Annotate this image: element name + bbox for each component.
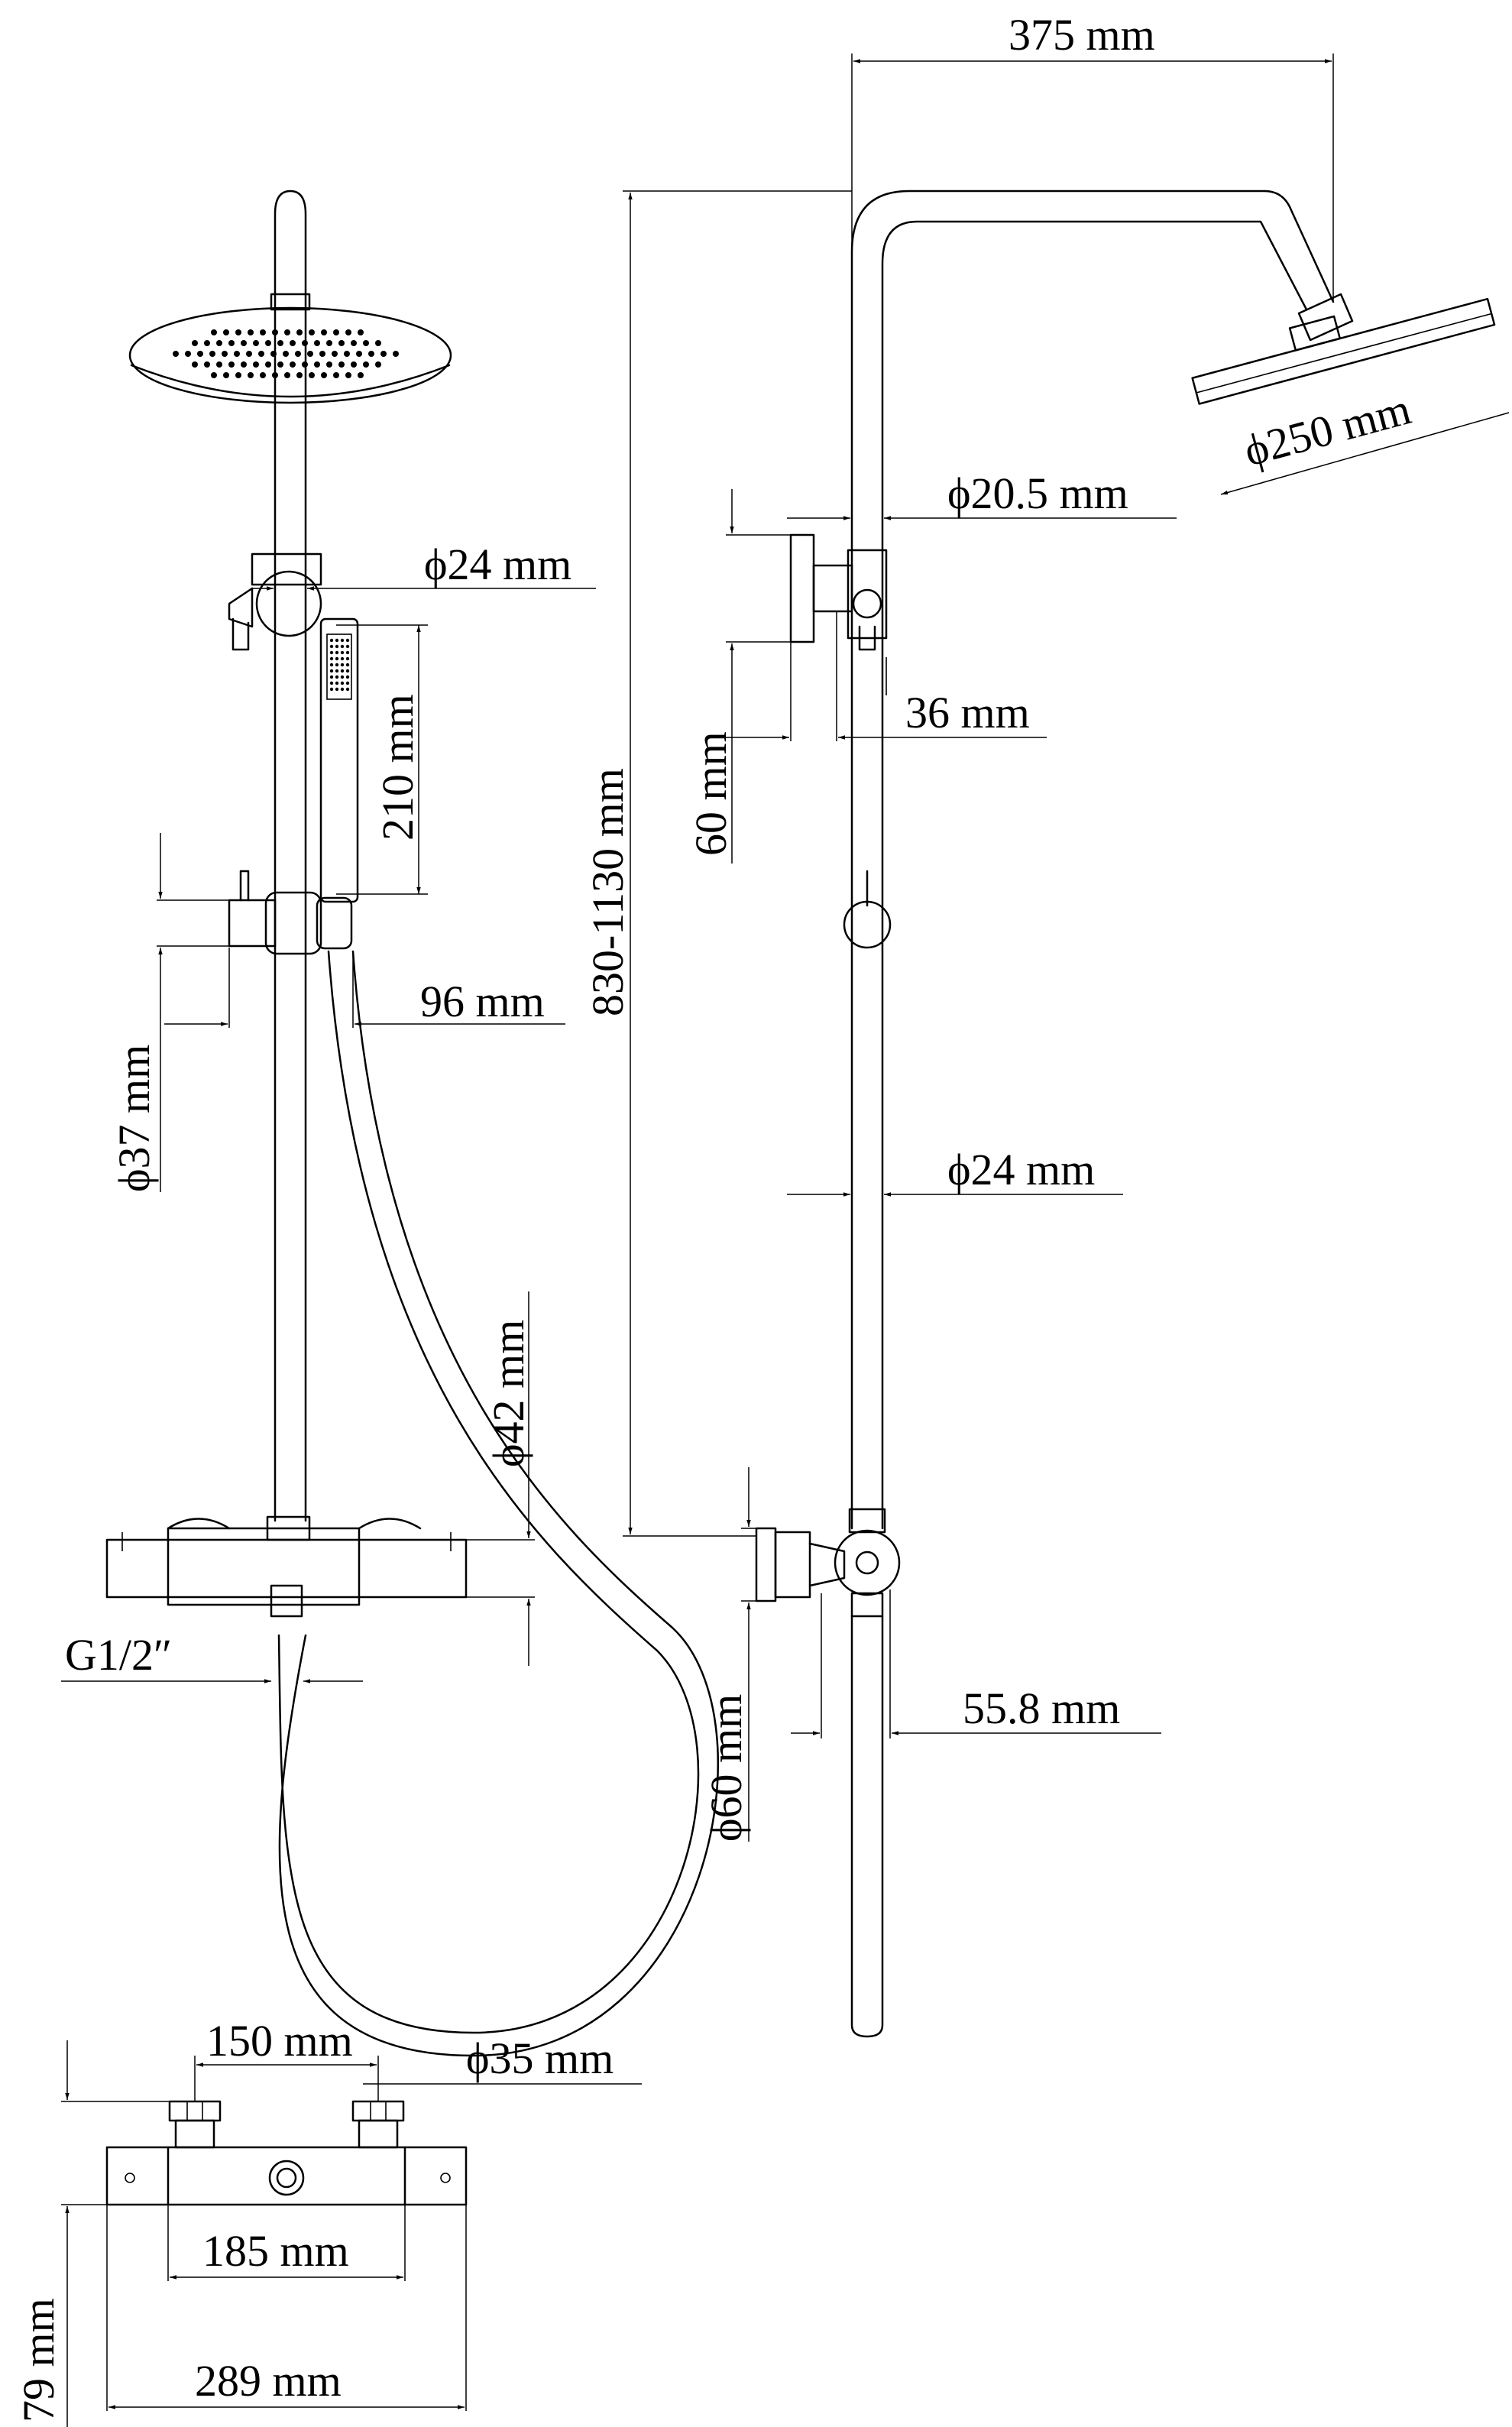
front-hose-inner [278, 950, 719, 2057]
front-view [105, 190, 719, 2057]
dim-mixer-total-width: 289 mm [195, 2356, 342, 2406]
front-riser-rod [274, 190, 307, 1522]
side-view [755, 190, 1496, 2038]
side-lower-holder [755, 1508, 901, 1618]
dim-mixer-diameter: ϕ42 mm [484, 1320, 533, 1467]
side-upper-diverter [789, 533, 888, 695]
dim-mixer-body-width: 185 mm [202, 2226, 349, 2276]
dim-holder-height: 60 mm [686, 731, 736, 856]
dim-lower-holder-offset: 55.8 mm [963, 1683, 1120, 1733]
dim-arm-pipe-diameter: ϕ20.5 mm [947, 468, 1128, 518]
dim-lower-pipe-diameter: ϕ24 mm [947, 1145, 1095, 1194]
side-dimensions: 375 mm ϕ250 mm ϕ20.5 mm 36 mm 60 mm 830-… [583, 10, 1510, 1842]
dim-hose-diameter: ϕ35 mm [466, 2033, 614, 2083]
side-slider [843, 870, 892, 949]
dim-lower-holder-diameter: ϕ60 mm [701, 1694, 751, 1842]
front-rain-shower-head [128, 306, 452, 404]
hand-shower-nozzles [329, 638, 350, 692]
front-diverter [228, 552, 322, 651]
mixer-top-body [105, 2146, 468, 2206]
dim-inlet-thread: G1/2″ [65, 1630, 172, 1680]
dim-front-pipe-diameter: ϕ24 mm [424, 540, 571, 589]
shower-head-nozzles [173, 329, 399, 378]
side-riser-arm-inner [881, 220, 1308, 1530]
side-lower-pipe [850, 1615, 884, 2038]
dim-slider-offset: 96 mm [420, 977, 545, 1026]
front-head-connector [270, 293, 311, 311]
front-dimensions: ϕ24 mm 210 mm 96 mm ϕ37 mm ϕ42 mm G1/2″ … [61, 540, 642, 2085]
dim-inlet-spacing: 150 mm [206, 2016, 353, 2066]
mixer-dimensions: 150 mm 185 mm 289 mm 79 mm [14, 2016, 467, 2427]
mixer-top-inlets [168, 2100, 405, 2149]
dim-holder-offset: 36 mm [905, 688, 1030, 737]
side-head-connector [1297, 293, 1354, 342]
front-hose-outer [277, 950, 700, 2034]
front-hand-shower [319, 617, 359, 903]
front-slider [228, 870, 353, 955]
side-rain-shower-head [1191, 297, 1496, 405]
side-riser-arm-outer [850, 190, 1335, 1530]
mixer-top-outlet [268, 2160, 305, 2196]
dim-riser-height: 830-1130 mm [583, 768, 633, 1016]
dim-rain-head-diameter: ϕ250 mm [1239, 384, 1416, 475]
front-thermostatic-mixer [105, 1515, 468, 1618]
dim-mixer-depth: 79 mm [14, 2298, 63, 2422]
dim-hand-shower-length: 210 mm [373, 694, 423, 841]
mixer-top-view [105, 2100, 468, 2206]
dim-arm-reach: 375 mm [1009, 10, 1155, 60]
dim-slider-diameter: ϕ37 mm [109, 1045, 159, 1192]
